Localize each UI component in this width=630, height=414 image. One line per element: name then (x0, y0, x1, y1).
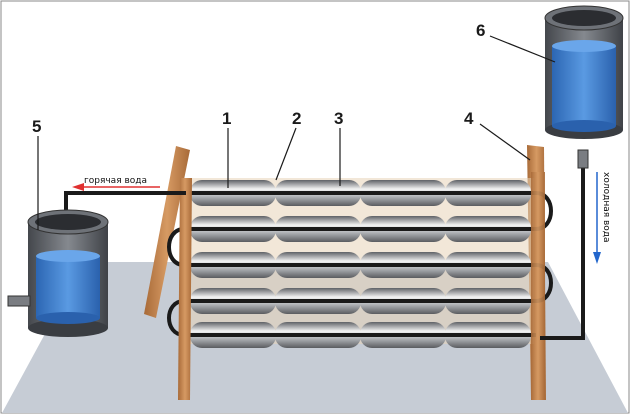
left-front-post (178, 178, 192, 400)
left-support-post (144, 146, 190, 318)
tank-6-cold-supply (544, 5, 624, 139)
tank-6-water (552, 46, 616, 126)
cold-water-hose (540, 150, 585, 340)
label-5: 5 (32, 117, 41, 136)
tank-5-water (36, 256, 100, 318)
serpentine-pipe (167, 191, 553, 337)
right-support-post-front (531, 172, 545, 400)
label-3: 3 (334, 109, 343, 128)
hot-water-arrow (72, 183, 160, 191)
label-6: 6 (476, 21, 485, 40)
tank-5-drain-fitting (7, 295, 31, 307)
tank-6-outlet-fitting (577, 149, 589, 169)
label-1: 1 (222, 109, 231, 128)
cold-water-arrow (593, 172, 601, 264)
leader-lines (37, 35, 556, 230)
label-4: 4 (464, 109, 474, 128)
hot-water-label: горячая вода (84, 176, 147, 186)
cold-water-label: холодная вода (601, 172, 611, 243)
tank-5-hot-storage (7, 209, 109, 337)
label-2: 2 (292, 109, 301, 128)
